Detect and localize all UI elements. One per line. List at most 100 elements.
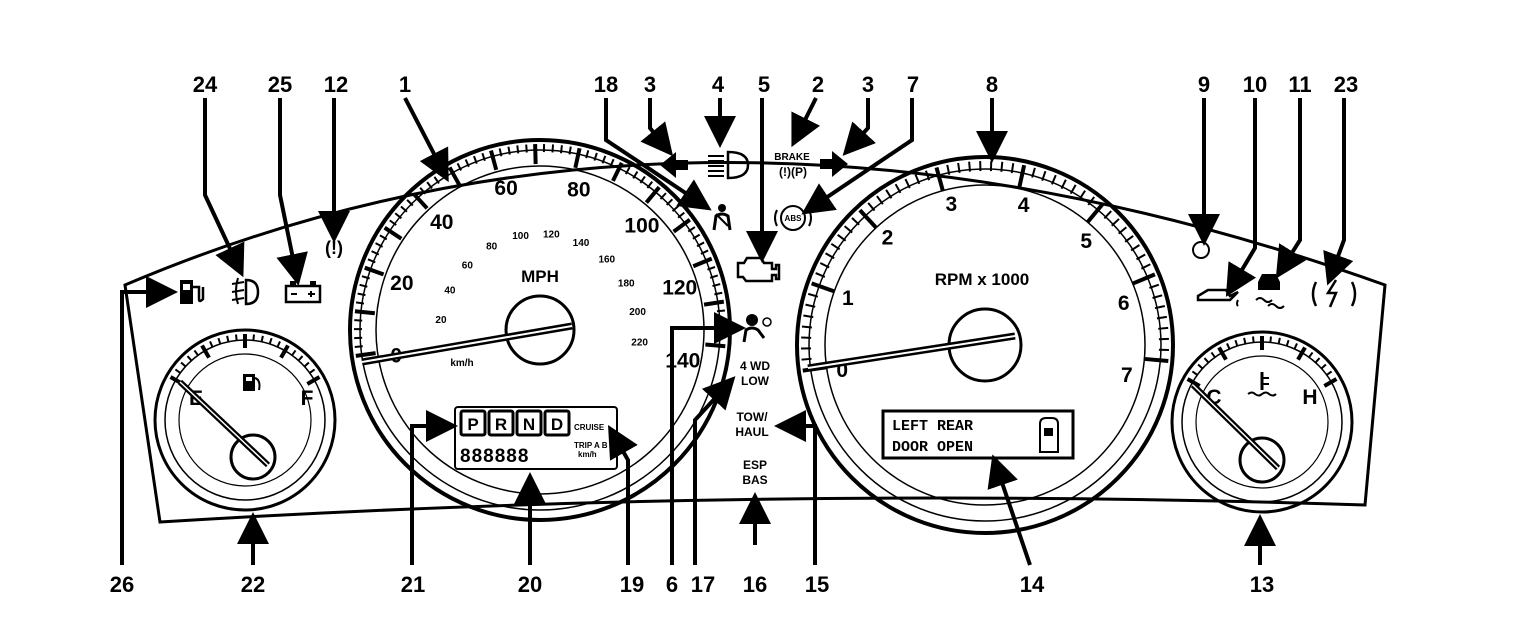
battery-icon: [284, 281, 322, 304]
minor-tick: [180, 361, 187, 368]
tachometer-unit: RPM x 1000: [935, 270, 1030, 289]
minor-tick: [174, 368, 181, 374]
minor-tick: [914, 174, 921, 185]
speedometer-unit-mph: MPH: [521, 267, 559, 286]
minor-tick: [714, 291, 723, 296]
rpm-label-6: 6: [1118, 292, 1130, 315]
minor-tick: [1124, 235, 1134, 243]
minor-tick: [904, 178, 911, 189]
minor-tick: [1041, 170, 1047, 181]
kmh-label-120: 120: [543, 230, 560, 241]
temp-hot-label: H: [1302, 386, 1317, 409]
kmh-label-200: 200: [629, 307, 646, 318]
kmh-label-40: 40: [444, 286, 456, 297]
major-tick: [1186, 377, 1201, 388]
minor-tick: [801, 357, 812, 361]
speed-label-60: 60: [494, 177, 517, 200]
minor-tick: [894, 183, 902, 194]
abs-label: ABS: [785, 214, 803, 223]
major-tick: [533, 144, 538, 165]
minor-tick: [1234, 339, 1239, 347]
major-tick: [364, 265, 385, 277]
minor-tick: [1269, 336, 1272, 343]
callout-15: 15: [805, 572, 829, 597]
major-tick: [354, 309, 376, 316]
oil-pressure-icon: [1196, 288, 1239, 307]
minor-tick: [712, 283, 721, 288]
minor-tick: [1320, 363, 1327, 370]
minor-tick: [1156, 315, 1167, 320]
fuel-full-label: F: [301, 387, 314, 410]
tow-haul-line1: TOW/: [736, 410, 768, 424]
minor-tick: [851, 217, 860, 226]
major-tick: [489, 150, 499, 171]
minor-tick: [297, 355, 304, 362]
minor-tick: [807, 292, 819, 298]
callout-1: 1: [399, 72, 411, 97]
rpm-label-1: 1: [842, 287, 854, 310]
minor-tick: [379, 234, 388, 241]
minor-tick: [1158, 326, 1169, 330]
callout-18: 18: [594, 72, 618, 97]
minor-tick: [709, 274, 719, 279]
speed-label-100: 100: [624, 214, 659, 237]
check-engine-icon: [736, 256, 781, 283]
minor-tick: [498, 148, 503, 157]
minor-tick: [1226, 343, 1231, 350]
callout-12: 12: [324, 72, 348, 97]
tow-haul-line2: HAUL: [735, 425, 768, 439]
temperature-gauge: C H: [1170, 330, 1354, 514]
message-line-2: DOOR OPEN: [892, 439, 973, 456]
gear-letter-D: D: [551, 415, 563, 434]
minor-tick: [568, 146, 572, 155]
minor-tick: [819, 262, 830, 269]
callout-21: 21: [401, 572, 425, 597]
minor-tick: [1136, 253, 1146, 261]
minor-tick: [252, 334, 255, 341]
major-tick: [1323, 377, 1338, 388]
esp-bas-line2: BAS: [742, 473, 767, 487]
minor-tick: [371, 250, 380, 256]
callout-24: 24: [193, 72, 218, 97]
minor-tick: [367, 258, 376, 264]
minor-tick: [609, 158, 615, 167]
minor-tick: [507, 146, 511, 155]
minor-tick: [624, 166, 631, 175]
callout-arrows: [120, 97, 1354, 566]
minor-tick: [632, 171, 639, 179]
kmh-label-100: 100: [512, 231, 529, 242]
callout-22: 22: [241, 572, 265, 597]
minor-tick: [1152, 294, 1163, 299]
callout-16: 16: [743, 572, 767, 597]
speed-label-40: 40: [430, 211, 453, 234]
coolant-temp-icon: [1247, 372, 1277, 397]
minor-tick: [291, 349, 297, 356]
four-wd-low-line2: LOW: [741, 374, 770, 388]
minor-tick: [1078, 190, 1086, 200]
cruise-indicator: CRUISE: [574, 423, 605, 432]
kmh-label-220: 220: [631, 338, 648, 349]
minor-tick: [803, 314, 814, 319]
callout-10: 10: [1243, 72, 1267, 97]
major-tick: [703, 299, 725, 307]
minor-tick: [700, 249, 709, 255]
trip-unit: km/h: [578, 450, 597, 459]
minor-tick: [1326, 370, 1333, 376]
minor-tick: [707, 266, 716, 271]
callout-23: 23: [1334, 72, 1358, 97]
kmh-label-180: 180: [618, 278, 635, 289]
minor-tick: [687, 226, 696, 233]
major-tick: [1144, 356, 1169, 364]
minor-tick: [406, 199, 414, 207]
callout-5: 5: [758, 72, 770, 97]
major-tick: [810, 281, 835, 294]
callout-14: 14: [1020, 572, 1045, 597]
minor-tick: [355, 301, 365, 305]
minor-tick: [957, 162, 961, 174]
minor-tick: [456, 162, 462, 171]
callout-3-right: 3: [862, 72, 874, 97]
callout-19: 19: [620, 572, 644, 597]
minor-tick: [186, 355, 193, 362]
speed-label-20: 20: [390, 272, 413, 295]
fuel-pump-icon: [180, 280, 205, 304]
